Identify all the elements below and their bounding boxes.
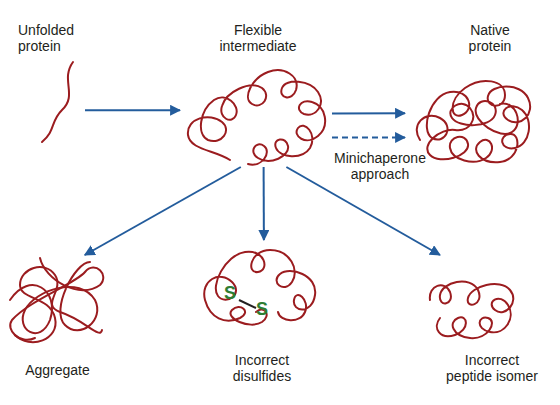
isomer-chain — [430, 282, 513, 339]
protein-node: Aggregate — [5, 255, 110, 350]
aggregate-chain — [15, 267, 102, 342]
node-label: Incorrect disulfides — [212, 352, 312, 384]
reaction-arrow — [85, 109, 180, 111]
protein-node: Unfolded protein — [25, 60, 85, 145]
node-label: Flexible intermediate — [208, 22, 308, 54]
node-label: Native protein — [450, 22, 530, 54]
disulfide-bond — [239, 300, 256, 308]
native-chain — [417, 81, 530, 162]
dashed-arrow — [332, 136, 405, 138]
sulfur-label: S — [256, 300, 268, 318]
sulfur-label: S — [224, 284, 236, 302]
reaction-arrow — [286, 167, 440, 255]
node-label: Incorrect peptide isomer — [442, 352, 542, 384]
node-label: Unfolded protein — [18, 22, 88, 54]
protein-node: Incorrect peptide isomer — [420, 255, 525, 345]
node-label: Aggregate — [15, 362, 100, 378]
intermediate-chain — [188, 70, 325, 164]
protein-node: Flexible intermediate — [180, 62, 332, 167]
aggregate-chain — [10, 258, 103, 340]
edge-label: Minichaperone approach — [325, 150, 435, 182]
reaction-arrow — [263, 167, 265, 240]
unfolded-chain — [42, 62, 73, 142]
reaction-arrow — [85, 167, 241, 255]
reaction-arrow — [332, 112, 405, 114]
disulfide-chain — [204, 250, 315, 325]
